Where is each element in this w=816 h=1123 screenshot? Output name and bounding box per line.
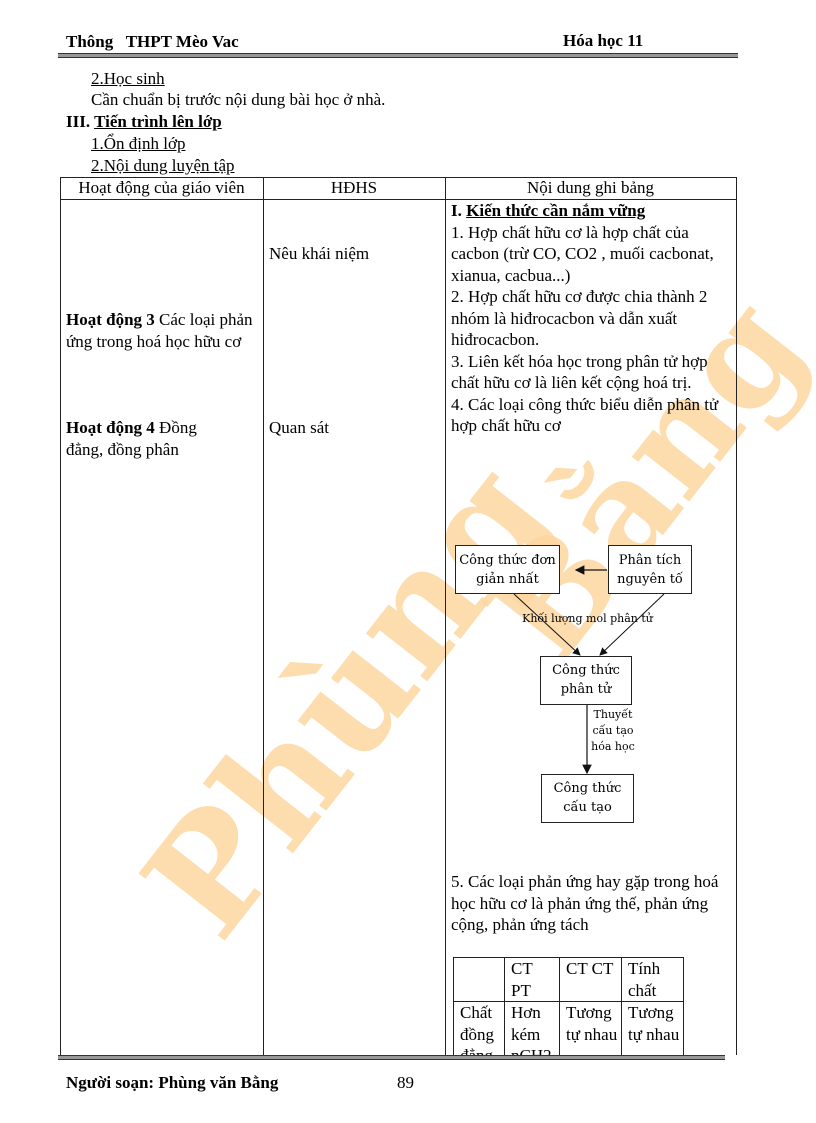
box-molecular-formula: Công thức phân tử	[540, 656, 632, 705]
activity-4-label: Hoạt động 4	[66, 418, 155, 437]
content-p5: 5. Các loại phản ứng hay gặp trong hoá h…	[451, 872, 719, 934]
student-activity-1: Nêu khái niệm	[269, 244, 370, 263]
col-header-content: Nội dung ghi bảng	[526, 178, 655, 197]
inner-table-clip: CT PT CT CT Tính chất Chất đồng đẳng Hơn…	[453, 957, 684, 1055]
table-right-border	[736, 177, 737, 1055]
content-p3: 3. Liên kết hóa học trong phân tử hợp ch…	[451, 351, 708, 393]
step-on-dinh-lop: 1.Ổn định lớp	[91, 134, 186, 153]
content-p2: 2. Hợp chất hữu cơ được chia thành 2 nhó…	[451, 287, 708, 349]
col-header-teacher: Hoạt động của giáo viên	[78, 178, 245, 197]
step-noi-dung: 2.Nội dung luyện tập	[91, 156, 235, 175]
inner-cell: Tương tự nhau	[621, 1001, 684, 1055]
inner-cell: Chất đồng đẳng	[453, 1001, 505, 1055]
footer-rule	[58, 1055, 725, 1060]
lesson-table: Hoạt động của giáo viên HĐHS Nội dung gh…	[60, 177, 737, 1055]
content-section-num: I.	[451, 201, 462, 220]
footer-author: Người soạn: Phùng văn Bằng	[66, 1073, 279, 1092]
content-section-title: Kiến thức cần nắm vững	[466, 201, 646, 220]
content-p1: 1. Hợp chất hữu cơ là hợp chất của cacbo…	[451, 222, 714, 285]
table-col3-border	[445, 177, 446, 1055]
section-heading: III. Tiến trình lên lớp	[66, 112, 222, 132]
text-hoc-sinh: Cần chuẩn bị trước nội dung bài học ở nh…	[91, 90, 386, 109]
heading-hoc-sinh: 2.Học sinh	[91, 69, 165, 88]
activity-4-text: Đồng đẳng, đồng phân	[66, 418, 197, 459]
box-structural-formula: Công thức cấu tạo	[541, 774, 634, 823]
inner-header-empty	[453, 957, 505, 1002]
box-element-analysis: Phân tích nguyên tố	[608, 545, 692, 594]
inner-cell: Tương tự nhau	[559, 1001, 622, 1055]
table-header-border	[60, 199, 737, 200]
header-rule	[58, 53, 738, 58]
table-col2-border	[263, 177, 264, 1055]
content-p4: 4. Các loại công thức biểu diễn phân tử …	[451, 394, 719, 436]
col-header-student: HĐHS	[330, 178, 378, 197]
inner-table-header: CT PT CT CT Tính chất	[453, 957, 684, 1002]
content-section-heading: I. Kiến thức cần nắm vững	[451, 200, 735, 222]
inner-header-ctct: CT CT	[559, 957, 622, 1002]
label-structure-theory: Thuyết cấu tạo hóa học	[591, 708, 635, 753]
section-title: Tiến trình lên lớp	[94, 112, 222, 131]
activity-3-label: Hoạt động 3	[66, 310, 155, 329]
activity-3-text: Các loại phản ứng trong hoá học hữu cơ	[66, 310, 253, 351]
inner-cell: Hơn kém nCH2	[504, 1001, 560, 1055]
page-number: 89	[397, 1073, 414, 1092]
box-simplest-formula: Công thức đơn giản nhất	[455, 545, 560, 594]
inner-table-row: Chất đồng đẳng Hơn kém nCH2 Tương tự nha…	[453, 1001, 684, 1055]
table-left-border	[60, 177, 61, 1055]
label-molar-mass: Khối lượng mol phân tử	[522, 612, 653, 625]
teacher-activity-4: Hoạt động 4 Đồng đẳng, đồng phân	[66, 417, 236, 460]
homolog-table: CT PT CT CT Tính chất Chất đồng đẳng Hơn…	[453, 957, 684, 1055]
header-subject: Hóa học 11	[563, 31, 644, 50]
content-block: I. Kiến thức cần nắm vững 1. Hợp chất hữ…	[451, 200, 735, 437]
table-top-border	[60, 177, 737, 178]
inner-header-tinh-chat: Tính chất	[621, 957, 684, 1002]
section-roman: III.	[66, 112, 91, 131]
student-activity-2: Quan sát	[269, 418, 329, 437]
teacher-activity-3: Hoạt động 3 Các loại phản ứng trong hoá …	[66, 309, 258, 352]
header-school: Thông THPT Mèo Vac	[66, 32, 239, 51]
inner-header-ctpt: CT PT	[504, 957, 560, 1002]
